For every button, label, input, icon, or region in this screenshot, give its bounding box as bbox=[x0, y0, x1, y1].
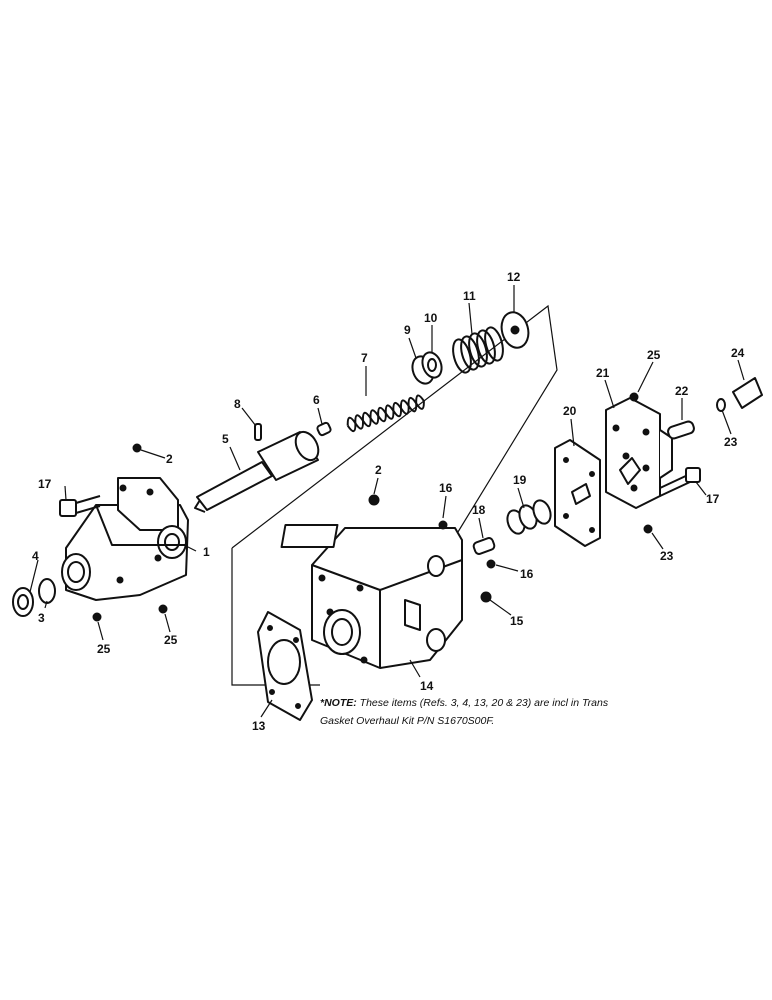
bolt-left bbox=[59, 495, 101, 517]
plug-25-left-a bbox=[92, 612, 102, 622]
seal-23-top bbox=[716, 398, 726, 412]
spring-small bbox=[346, 394, 425, 433]
callout-19: 19 bbox=[513, 473, 527, 487]
valve-19 bbox=[506, 499, 552, 535]
callout-21: 21 bbox=[596, 366, 610, 380]
plug-15 bbox=[480, 591, 492, 603]
valve-body bbox=[280, 524, 463, 669]
cover-plate bbox=[605, 397, 673, 509]
callout-13: 13 bbox=[252, 719, 266, 733]
plug-16-top bbox=[438, 520, 448, 530]
o-ring bbox=[38, 578, 56, 604]
callout-1: 1 bbox=[203, 545, 210, 559]
callout-5: 5 bbox=[222, 432, 229, 446]
callout-2-left: 2 bbox=[166, 452, 173, 466]
front-housing bbox=[61, 477, 189, 601]
plug-16-mid bbox=[486, 559, 496, 569]
note-prefix: *NOTE: bbox=[320, 697, 357, 709]
callout-15: 15 bbox=[510, 614, 524, 628]
plug-2-left bbox=[132, 443, 142, 453]
seal-23-bottom bbox=[643, 524, 653, 534]
bolt-right bbox=[659, 467, 701, 497]
gasket-20 bbox=[554, 439, 601, 547]
callout-25-cover: 25 bbox=[647, 348, 661, 362]
washer-10 bbox=[421, 351, 443, 379]
gasket-13 bbox=[257, 611, 313, 721]
plug-2-body bbox=[368, 494, 380, 506]
callout-3: 3 bbox=[38, 611, 45, 625]
spring-cap bbox=[500, 311, 530, 349]
plug-25-cover bbox=[629, 392, 639, 402]
callout-6: 6 bbox=[313, 393, 320, 407]
callout-11: 11 bbox=[463, 289, 476, 303]
control-shaft bbox=[194, 430, 320, 513]
callout-14: 14 bbox=[420, 679, 434, 693]
callout-9: 9 bbox=[404, 323, 411, 337]
callout-2-body: 2 bbox=[375, 463, 382, 477]
callout-12: 12 bbox=[507, 270, 521, 284]
callout-10: 10 bbox=[424, 311, 438, 325]
callout-16-top: 16 bbox=[439, 481, 453, 495]
callout-20: 20 bbox=[563, 404, 577, 418]
callout-23-bottom: 23 bbox=[660, 549, 674, 563]
note-line-2: Gasket Overhaul Kit P/N S1670S00F. bbox=[320, 715, 494, 727]
callout-8: 8 bbox=[234, 397, 241, 411]
spring-large bbox=[452, 326, 504, 374]
plug-25-left-b bbox=[158, 604, 168, 614]
pin bbox=[254, 423, 262, 441]
callout-16-mid: 16 bbox=[520, 567, 534, 581]
leader-lines bbox=[29, 285, 745, 718]
callout-23-top: 23 bbox=[724, 435, 738, 449]
callout-25-left-a: 25 bbox=[97, 642, 111, 656]
front-seal bbox=[12, 587, 34, 617]
callout-24: 24 bbox=[731, 346, 745, 360]
callout-4: 4 bbox=[32, 549, 39, 563]
kit-note: *NOTE: These items (Refs. 3, 4, 13, 20 &… bbox=[320, 697, 609, 727]
spool-18 bbox=[472, 537, 496, 555]
end-cap-24 bbox=[732, 377, 763, 409]
callout-22: 22 bbox=[675, 384, 689, 398]
plunger-22 bbox=[667, 420, 695, 440]
callout-7: 7 bbox=[361, 351, 368, 365]
callout-17-left: 17 bbox=[38, 477, 52, 491]
svg-text:*NOTE: These items (Refs. 3, 4: *NOTE: These items (Refs. 3, 4, 13, 20 &… bbox=[320, 697, 609, 709]
callout-labels: 1 2 2 3 4 5 6 7 8 9 10 11 12 13 14 15 16… bbox=[32, 270, 745, 733]
note-line-1: These items (Refs. 3, 4, 13, 20 & 23) ar… bbox=[357, 697, 609, 709]
small-pin bbox=[316, 421, 332, 437]
callout-25-left-b: 25 bbox=[164, 633, 178, 647]
callout-17-right: 17 bbox=[706, 492, 720, 506]
callout-18: 18 bbox=[472, 503, 486, 517]
